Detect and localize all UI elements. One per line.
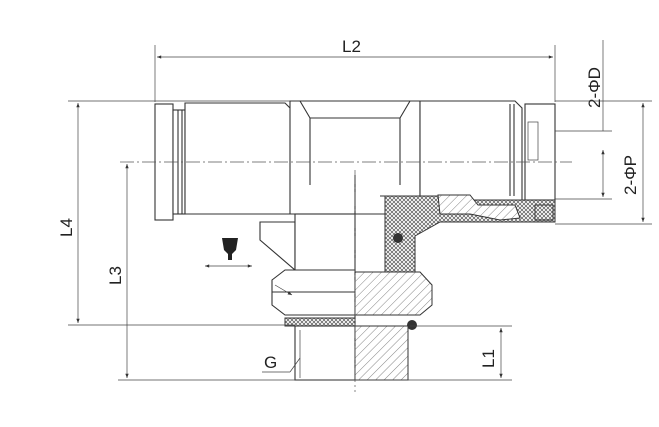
dimension-d: 2-ΦD	[555, 40, 612, 200]
label-l4: L4	[57, 218, 76, 237]
dimension-l1: L1	[410, 325, 512, 381]
dimension-l3: L3	[106, 164, 410, 381]
label-g: G	[264, 353, 277, 372]
thread-callout-g: G	[262, 353, 301, 373]
label-l3: L3	[106, 266, 125, 285]
dimension-l2: L2	[154, 37, 556, 102]
dimension-l4: L4	[57, 100, 295, 326]
fitting-body	[154, 100, 556, 381]
label-l2: L2	[342, 37, 361, 56]
label-p: 2-ΦP	[621, 155, 640, 195]
label-d: 2-ΦD	[585, 67, 604, 108]
dimension-p: 2-ΦP	[555, 100, 652, 225]
label-l1: L1	[479, 349, 498, 368]
